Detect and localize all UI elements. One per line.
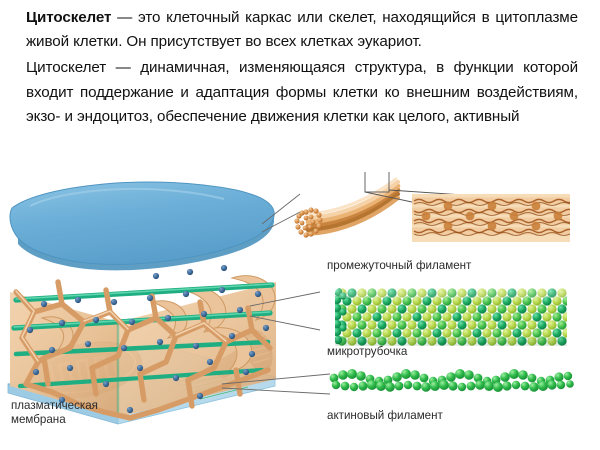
label-intermediate-filament: промежуточный филамент: [327, 259, 472, 272]
paragraph-definition: Цитоскелет — это клеточный каркас или ск…: [26, 6, 578, 54]
term-cytoskeleton: Цитоскелет: [26, 9, 112, 26]
actin-filament-illustration: [329, 369, 574, 392]
paragraph-functions: Цитоскелет — динамичная, изменяющаяся ст…: [26, 59, 578, 125]
cytoskeleton-diagram: [0, 172, 600, 450]
diagram-svg: [7, 172, 574, 425]
if-crosslinks: [421, 201, 563, 231]
cell-block: [7, 181, 277, 425]
if-detail-panel: [412, 194, 570, 242]
paragraph-definition-rest: — это клеточный каркас или скелет, наход…: [26, 9, 578, 51]
microtubule-illustration: [335, 288, 567, 346]
label-plasma-membrane: плазматическая мембрана: [11, 399, 98, 426]
description-text-block: Цитоскелет — это клеточный каркас или ск…: [26, 6, 578, 129]
leader-lines: [221, 193, 331, 395]
actin-strand-b: [331, 380, 574, 392]
if-cut-end-beads: [294, 207, 323, 238]
tubulin-beads: [337, 288, 567, 346]
ribosomes: [26, 264, 270, 414]
plasma-membrane-top: [9, 181, 275, 271]
label-microtubule: микротрубочка: [327, 345, 408, 358]
endoplasmic-reticulum: [40, 275, 276, 373]
intermediate-filament-illustration: [294, 172, 570, 242]
cytoskeleton-network-highlight: [15, 290, 227, 362]
label-actin-filament: актиновый филамент: [327, 409, 443, 422]
